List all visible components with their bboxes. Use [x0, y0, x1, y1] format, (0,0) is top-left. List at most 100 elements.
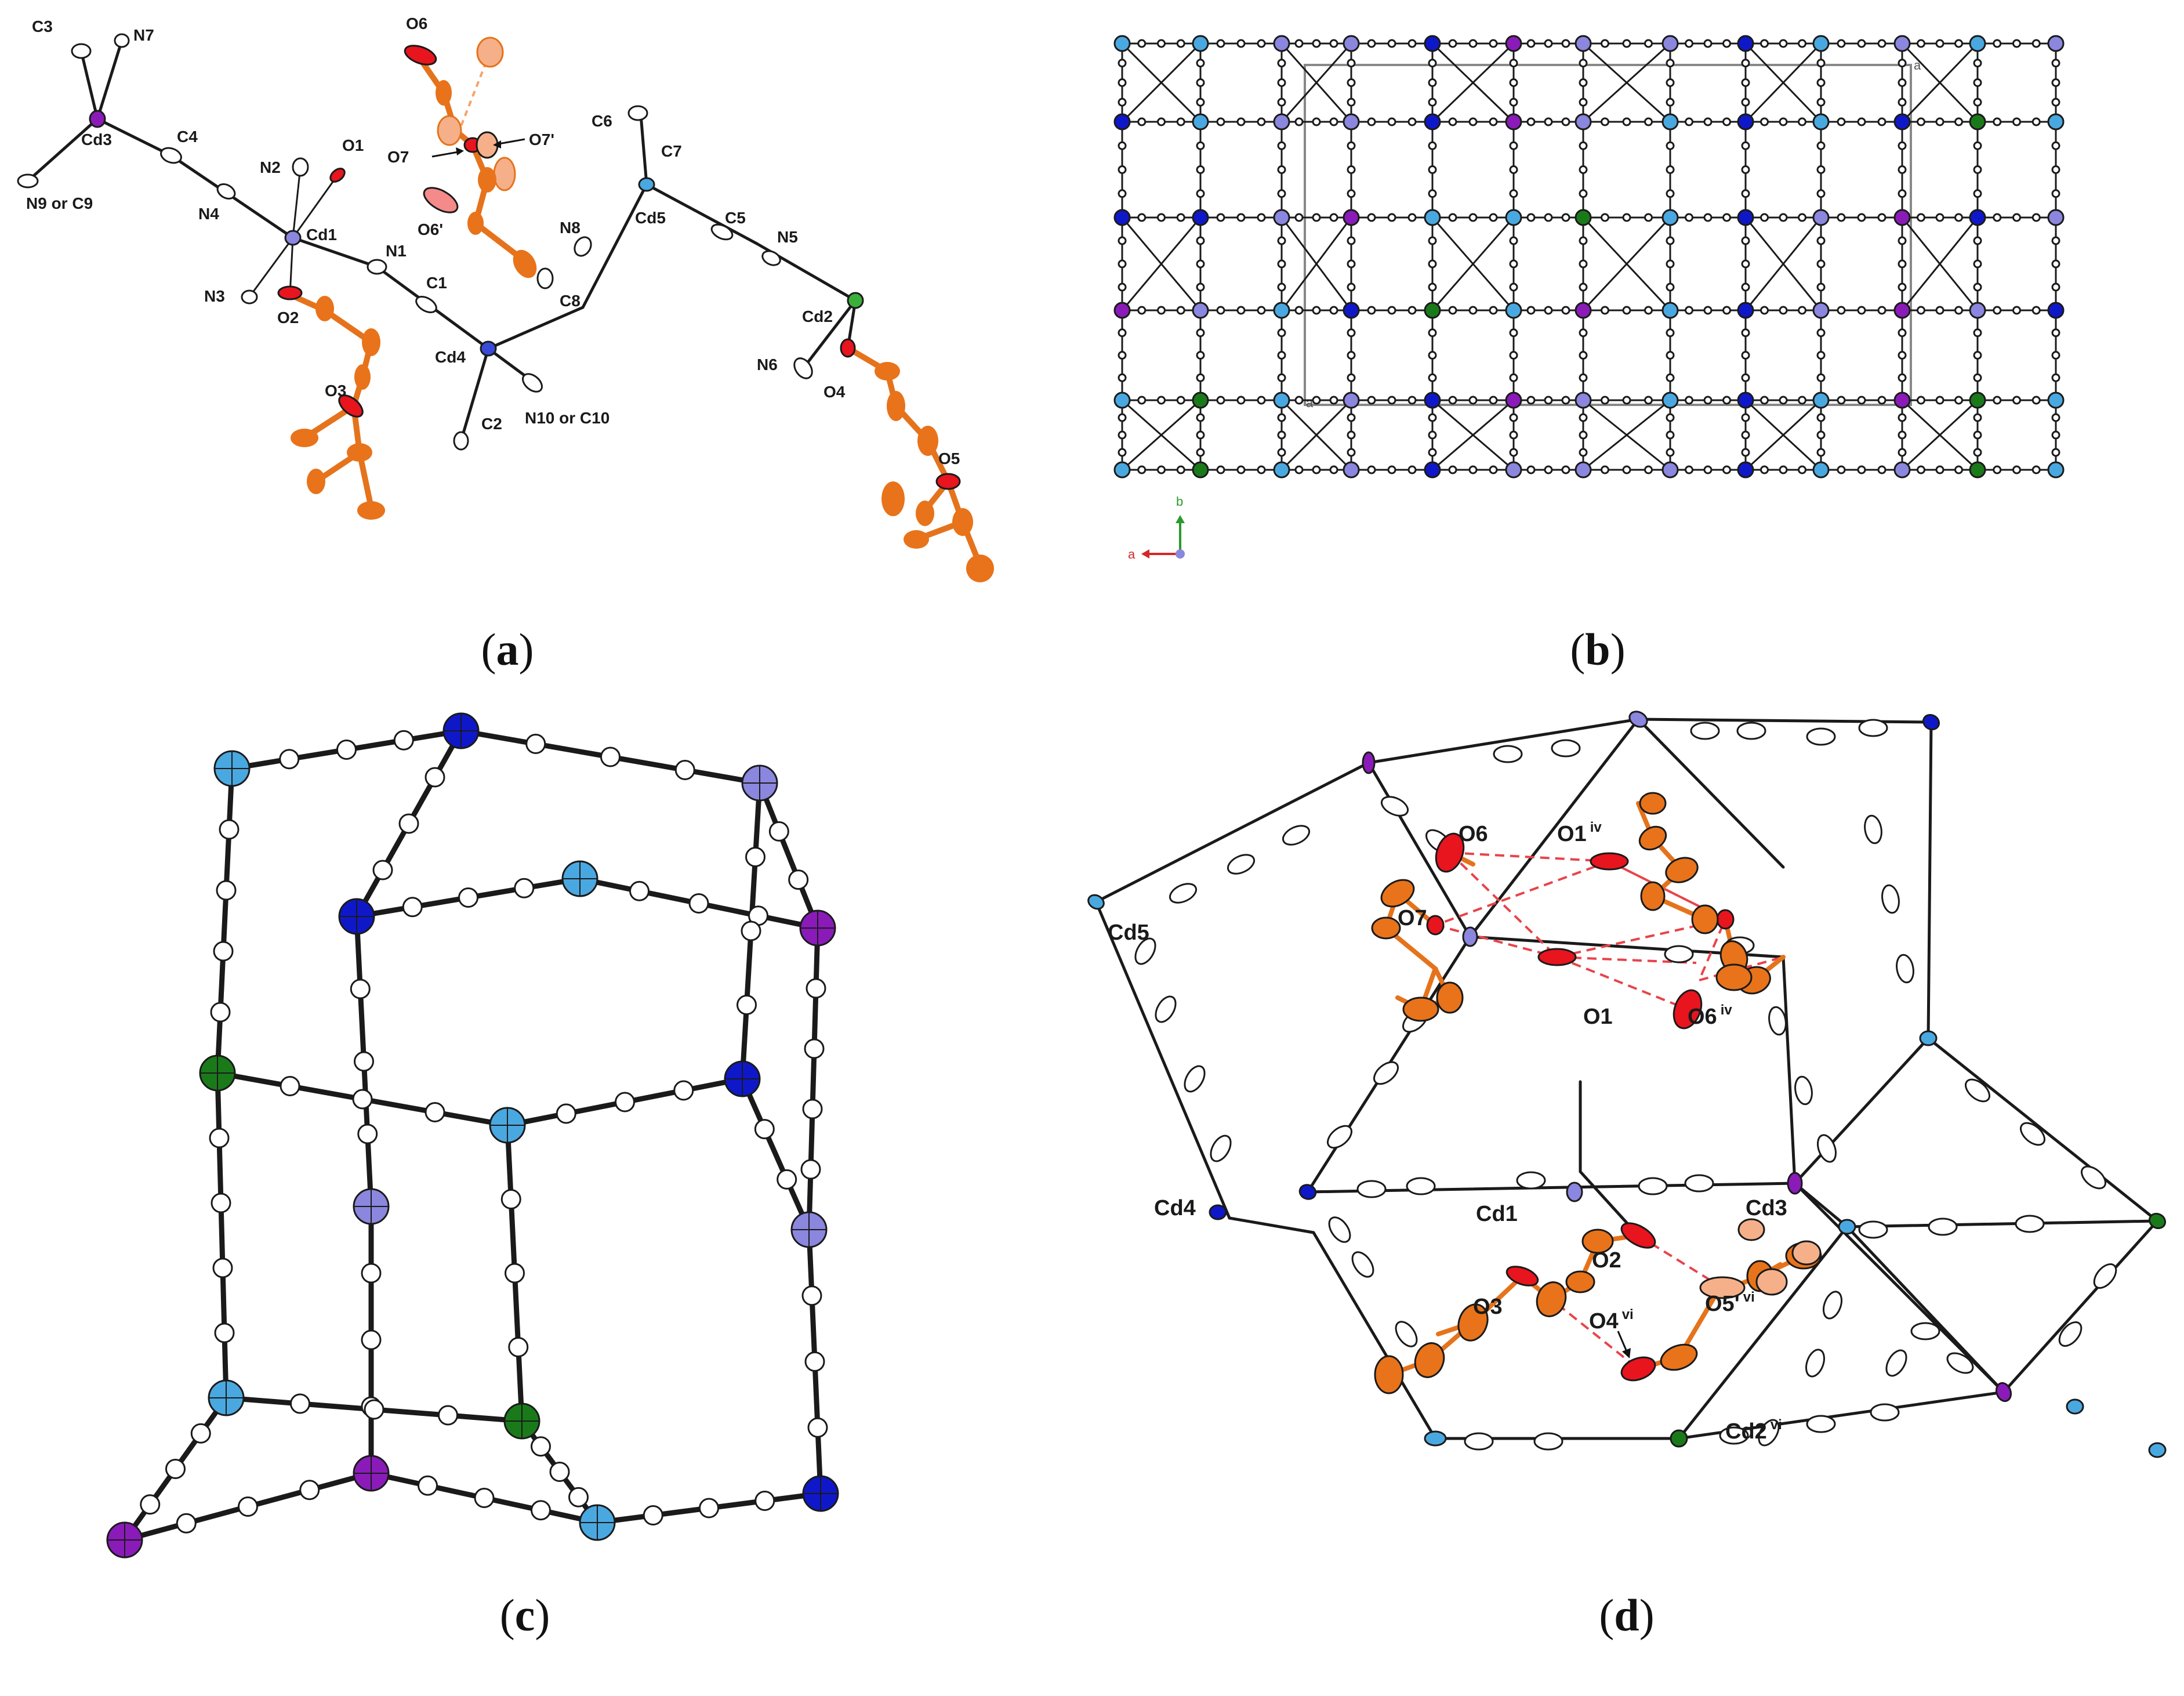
lattice-cd-node — [1661, 35, 1679, 52]
lattice-linker — [1347, 78, 1356, 87]
label-n5: N5 — [777, 228, 798, 246]
lattice-linker — [1837, 396, 1846, 405]
lattice-linker — [1277, 189, 1286, 198]
organic-atom — [1457, 1303, 1489, 1342]
label-n10-c10: N10 or C10 — [525, 409, 610, 427]
lattice-linker — [1277, 141, 1286, 150]
lattice-linker — [1954, 396, 1963, 405]
atom-o6 — [404, 45, 437, 66]
lattice-linker — [1176, 213, 1185, 222]
lattice-linker — [1973, 448, 1982, 457]
lattice-linker — [1277, 430, 1286, 440]
lattice-cd-node — [1113, 209, 1131, 226]
lattice-linker — [1741, 413, 1750, 422]
cage-cyanide-linker — [393, 730, 414, 751]
lattice-linker — [1367, 465, 1376, 474]
cd-atom — [1838, 1219, 1856, 1235]
lattice-linker — [1329, 465, 1338, 474]
lattice-linker — [1468, 117, 1478, 126]
lattice-linker — [1561, 213, 1570, 222]
cage-cyanide-linker — [214, 1322, 235, 1343]
lattice-linker — [1561, 465, 1570, 474]
lattice-cd-node — [1192, 461, 1209, 479]
lattice-linker — [1917, 306, 1925, 315]
panel-a-arrows — [431, 138, 525, 158]
axis-a-label: a — [1128, 547, 1135, 561]
lattice-linker — [1644, 39, 1653, 48]
lattice-cd-node — [1737, 35, 1754, 52]
lattice-linker — [1428, 413, 1437, 422]
lattice-linker — [1196, 165, 1205, 174]
lattice-linker — [1722, 396, 1731, 405]
axis-triad: a b — [1128, 494, 1185, 561]
lattice-linker — [1703, 396, 1713, 405]
lattice-linker — [1722, 465, 1731, 474]
lattice-linker — [1428, 141, 1437, 150]
lattice-linker — [1347, 448, 1356, 457]
cyanide-ellipse — [1794, 1075, 1813, 1106]
lattice-linker — [1509, 189, 1518, 198]
lattice-linker — [1509, 78, 1518, 87]
lattice-linker — [1468, 39, 1478, 48]
lattice-linker — [1387, 39, 1396, 48]
lattice-linker — [1329, 396, 1338, 405]
lattice-linker — [1118, 189, 1127, 198]
lattice-linker — [1935, 213, 1944, 222]
label-n3: N3 — [204, 287, 225, 305]
lattice-linker — [1666, 189, 1675, 198]
lattice-linker — [1816, 59, 1826, 68]
cd1-atom — [1566, 1182, 1583, 1202]
cd-atom — [1209, 1204, 1227, 1220]
lattice-linker — [1741, 141, 1750, 150]
lattice-linker — [1489, 39, 1498, 48]
lattice-linker — [1816, 189, 1826, 198]
lattice-linker — [1973, 430, 1982, 440]
lattice-linker — [1685, 117, 1693, 126]
lattice-linker — [1973, 78, 1982, 87]
lattice-cd-node — [1574, 209, 1592, 226]
lattice-linker — [1312, 396, 1321, 405]
lattice-linker — [1509, 259, 1518, 269]
label-c2: C2 — [481, 415, 502, 433]
lattice-linker — [1428, 236, 1437, 245]
lattice-cd-node — [1812, 392, 1830, 409]
cage-cyanide-linker — [209, 1128, 230, 1148]
lattice-linker — [1741, 448, 1750, 457]
atom-n9-c9 — [17, 173, 39, 189]
cage-cyanide-linker — [514, 878, 535, 898]
organic-atom — [354, 364, 371, 390]
lattice-linker — [1935, 117, 1944, 126]
lattice-linker — [1347, 236, 1356, 245]
atom-n10-c10 — [522, 373, 543, 393]
label-o1: O1 — [342, 136, 364, 154]
lattice-linker — [1954, 306, 1963, 315]
cyanide-ellipse — [1184, 1065, 1206, 1093]
organic-atom — [1436, 981, 1464, 1014]
lattice-linker — [1898, 236, 1907, 245]
lattice-linker — [1137, 306, 1147, 315]
organic-atom — [315, 296, 334, 321]
lattice-cd-node — [1113, 461, 1131, 479]
cyanide-ellipse — [1822, 1291, 1843, 1320]
cyanide-ellipse — [1928, 1217, 1958, 1236]
cyanide-ellipse — [1227, 854, 1256, 875]
label-n8: N8 — [560, 219, 581, 237]
lattice-linker — [1935, 465, 1944, 474]
lattice-linker — [1954, 213, 1963, 222]
lattice-linker — [1118, 165, 1127, 174]
lattice-linker — [1666, 97, 1675, 107]
lattice-linker — [2031, 396, 2041, 405]
cd-atom — [1628, 711, 1648, 728]
lattice-linker — [1428, 448, 1437, 457]
lattice-cd-node — [1969, 302, 1986, 319]
lattice-linker — [1137, 117, 1147, 126]
lattice-linker — [2012, 213, 2021, 222]
lattice-linker — [1277, 282, 1286, 292]
lattice-linker — [1666, 78, 1675, 87]
lattice-linker — [1387, 465, 1396, 474]
organic-atom — [1660, 1343, 1698, 1371]
organic-atom — [1715, 963, 1753, 991]
lattice-linker — [1579, 328, 1588, 338]
lattice-linker — [1644, 213, 1653, 222]
cyanide-ellipse — [1806, 1415, 1836, 1433]
